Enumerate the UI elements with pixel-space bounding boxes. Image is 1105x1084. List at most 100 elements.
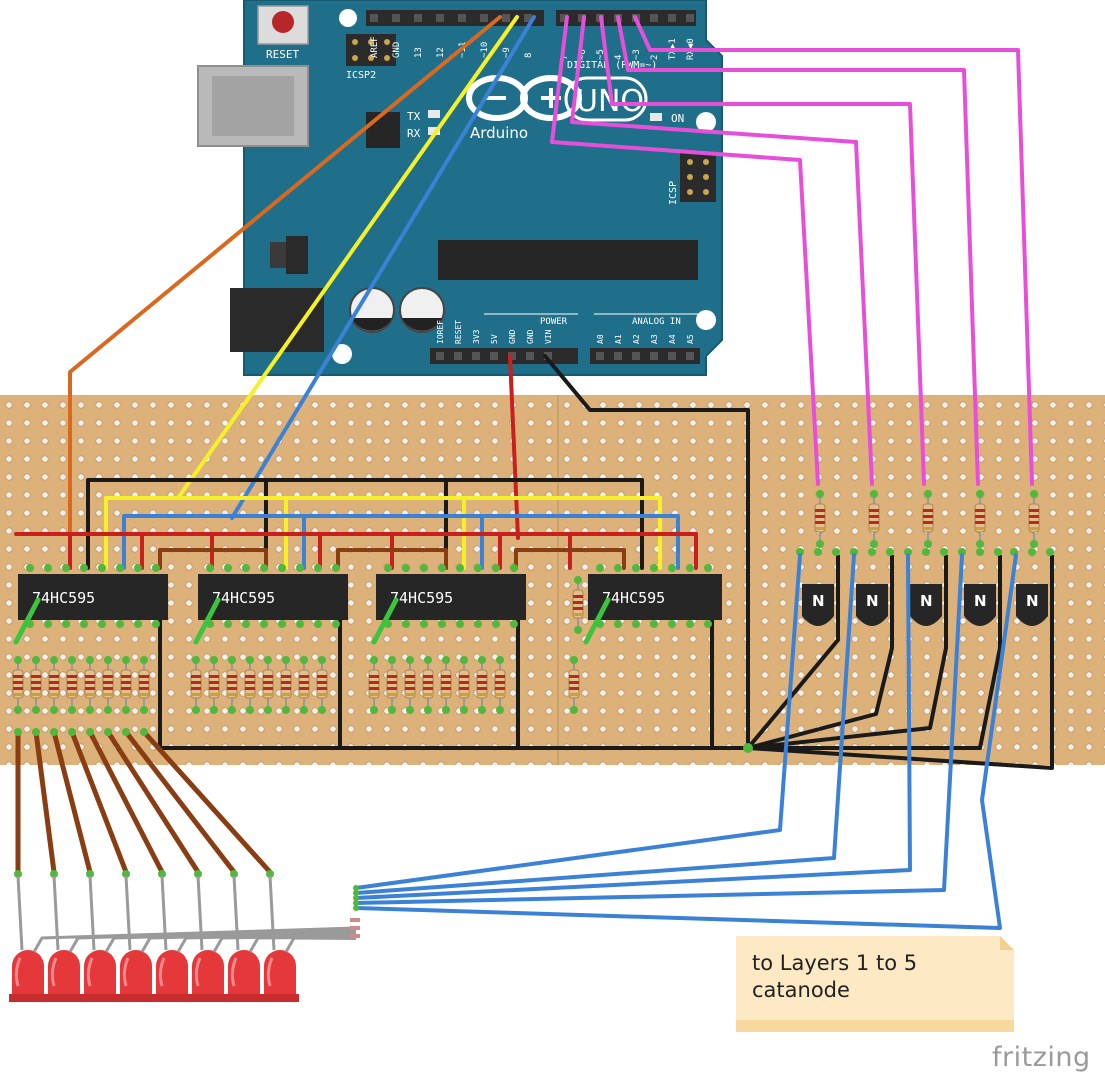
pin-solder	[116, 620, 124, 628]
on-led	[650, 113, 662, 121]
led-anode-wire	[87, 729, 165, 875]
pin-solder	[278, 564, 286, 572]
power-header	[430, 348, 578, 364]
layer-output-wires	[354, 553, 1018, 930]
pin-label: A0	[596, 334, 605, 344]
pin-solder	[704, 620, 712, 628]
pin-solder	[98, 620, 106, 628]
pin-label: ~10	[480, 42, 490, 58]
pin-hole	[454, 352, 462, 360]
fritzing-brand: fritzing	[992, 1042, 1091, 1073]
transistor-label: N	[812, 592, 825, 610]
led-anode-wires	[14, 728, 274, 878]
pin-solder	[456, 564, 464, 572]
resistor	[974, 490, 986, 548]
analog-header	[590, 348, 700, 364]
transistor-label: N	[920, 592, 933, 610]
resistor	[298, 656, 310, 714]
pin-hole	[480, 14, 488, 22]
control-wires	[68, 15, 750, 750]
pin-label: 8	[524, 53, 534, 58]
npn-transistor: N	[904, 548, 948, 626]
mount-hole-tl	[339, 9, 357, 27]
bus-red	[14, 532, 698, 570]
on-label: ON	[671, 112, 684, 125]
resistor	[244, 656, 256, 714]
resistor	[814, 490, 826, 548]
pin-hole	[650, 352, 658, 360]
pin-label: RESET	[454, 320, 463, 344]
pin-hole	[502, 14, 510, 22]
npn-transistor: N	[1010, 548, 1054, 626]
atmega-chip	[438, 240, 698, 280]
pin-label: AREF	[370, 36, 380, 58]
pin-solder	[134, 620, 142, 628]
reset-button-cap[interactable]	[272, 11, 294, 33]
pin-label: ~9	[502, 47, 512, 58]
resistor	[476, 656, 488, 714]
pin-solder	[650, 564, 658, 572]
shift-register-chip: 74HC595	[193, 564, 348, 645]
pin-solder	[152, 564, 160, 572]
voltage-regulator	[270, 236, 308, 274]
pin-solder	[492, 620, 500, 628]
pin-hole	[686, 352, 694, 360]
shift-register-chip: 74HC595	[583, 564, 722, 645]
pin-label: ~3	[632, 49, 642, 60]
led-cathode-wire	[284, 936, 357, 953]
resistor	[422, 656, 434, 714]
led-anode-wire	[69, 729, 129, 875]
chip-body	[198, 574, 348, 620]
wire-magenta-4	[570, 15, 874, 486]
resistor	[66, 656, 78, 714]
resistor	[568, 656, 580, 714]
pin-hole	[596, 352, 604, 360]
pin-solder	[456, 620, 464, 628]
chip-body	[588, 574, 722, 620]
resistor	[48, 656, 60, 714]
pin-solder	[44, 620, 52, 628]
pin-solder	[632, 564, 640, 572]
chip-label: 74HC595	[602, 589, 665, 607]
pin-hole	[650, 14, 658, 22]
pin-solder	[224, 564, 232, 572]
shift-register-chip: 74HC595	[13, 564, 168, 645]
digital-label: DIGITAL (PWM=~)	[567, 60, 657, 71]
pin-label: 7	[560, 55, 570, 60]
pin-hole	[668, 14, 676, 22]
npn-transistor: N	[850, 548, 894, 626]
power-label: POWER	[540, 317, 568, 327]
pin-solder	[296, 620, 304, 628]
resistor	[572, 576, 584, 634]
chip-body	[376, 574, 526, 620]
chip-label: 74HC595	[390, 589, 453, 607]
resistor	[84, 656, 96, 714]
pin-hole	[526, 352, 534, 360]
pin-hole	[632, 352, 640, 360]
pin-label: A2	[632, 334, 641, 344]
resistor	[440, 656, 452, 714]
pin-solder	[614, 620, 622, 628]
resistor	[458, 656, 470, 714]
pin-solder	[438, 620, 446, 628]
pin-solder	[314, 564, 322, 572]
pin-solder	[596, 564, 604, 572]
pin-label: IOREF	[436, 320, 445, 344]
pin-hole	[370, 14, 378, 22]
enable-jumper	[583, 597, 611, 645]
resistor	[280, 656, 292, 714]
resistor-arrays	[12, 490, 1040, 714]
pin-label: 3V3	[472, 329, 481, 344]
resistor	[868, 490, 880, 548]
resistor	[262, 656, 274, 714]
rx-led	[428, 127, 440, 135]
pin-solder	[474, 564, 482, 572]
pin-hole	[614, 352, 622, 360]
bus-black	[86, 478, 644, 570]
led-anode-wire	[141, 729, 273, 875]
pin-solder	[510, 620, 518, 628]
pin-label: A1	[614, 334, 623, 344]
pin-solder	[704, 564, 712, 572]
